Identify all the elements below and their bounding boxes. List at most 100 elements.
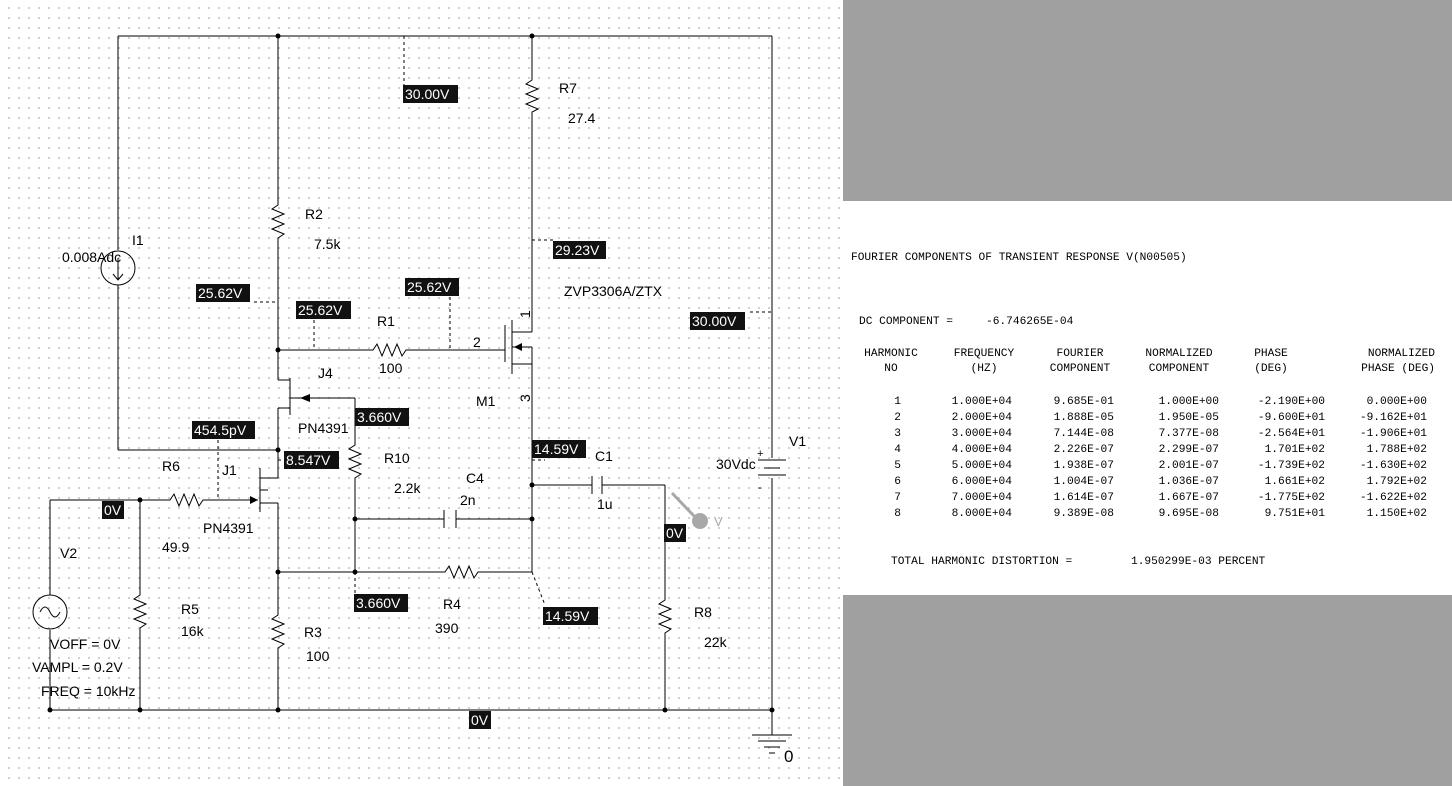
header-frequency-sub: (HZ) (970, 363, 998, 375)
r6-symbol[interactable] (165, 492, 205, 508)
r7-ref: R7 (559, 80, 577, 96)
v1-ref: V1 (789, 433, 806, 449)
r4-symbol[interactable] (440, 564, 480, 580)
header-fourier-sub: COMPONENT (1049, 363, 1111, 375)
c4-value: 2n (460, 492, 476, 508)
i1-current-source-icon[interactable] (100, 250, 136, 286)
voltage-tag[interactable]: 0V (469, 711, 491, 729)
r8-value: 22k (704, 634, 728, 650)
schematic-canvas[interactable]: R7 27.4 R2 7.5k I1 0.008Adc R1 100 ZVP33… (0, 0, 843, 786)
voltage-tag[interactable]: 3.660V (354, 594, 408, 612)
svg-text:25.62V: 25.62V (298, 302, 343, 318)
voltage-tag[interactable]: 25.62V (296, 301, 351, 319)
header-normalized-phase: NORMALIZED (1367, 348, 1435, 360)
voltage-tags: 30.00V 29.23V 30.00V 25.62V 25.62V 25.62… (102, 85, 745, 729)
svg-text:0V: 0V (104, 502, 122, 518)
svg-text:8.547V: 8.547V (286, 452, 331, 468)
circuit-diagram: R7 27.4 R2 7.5k I1 0.008Adc R1 100 ZVP33… (32, 33, 806, 766)
m1-pin-drain: 1 (517, 310, 533, 318)
r4-ref: R4 (443, 596, 461, 612)
header-phase: PHASE (1254, 348, 1288, 360)
voltage-tag[interactable]: 454.5pV (192, 421, 255, 439)
r7-value: 27.4 (568, 110, 595, 126)
r5-symbol[interactable] (132, 590, 148, 635)
svg-text:454.5pV: 454.5pV (194, 422, 247, 438)
r4-value: 390 (435, 620, 459, 636)
empty-panel-bottom (843, 595, 1452, 786)
report-title: FOURIER COMPONENTS OF TRANSIENT RESPONSE… (851, 252, 1187, 264)
component-labels: R7 27.4 R2 7.5k I1 0.008Adc R1 100 ZVP33… (32, 80, 806, 766)
svg-text:14.59V: 14.59V (545, 608, 590, 624)
v1-minus: - (758, 480, 762, 494)
voltage-tag[interactable]: 8.547V (284, 451, 339, 469)
svg-text:25.62V: 25.62V (198, 285, 243, 301)
voltage-probe-icon[interactable] (670, 491, 708, 529)
r3-symbol[interactable] (270, 610, 286, 660)
r1-ref: R1 (377, 313, 395, 329)
m1-model: ZVP3306A/ZTX (564, 283, 663, 299)
svg-text:0V: 0V (666, 525, 684, 541)
r10-symbol[interactable] (347, 440, 363, 485)
voltage-tag[interactable]: 30.00V (690, 312, 745, 330)
capacitor-symbols (443, 476, 603, 528)
fourier-report[interactable]: FOURIER COMPONENTS OF TRANSIENT RESPONSE… (843, 201, 1452, 595)
r8-symbol[interactable] (657, 595, 673, 645)
header-normalized-sub: COMPONENT (1148, 363, 1210, 375)
dc-component-value: -6.746265E-04 (986, 316, 1074, 328)
dc-component-label: DC COMPONENT = (859, 316, 953, 328)
header-phase-sub: (DEG) (1254, 363, 1288, 375)
r7-symbol[interactable] (524, 75, 540, 115)
r6-value: 49.9 (162, 539, 189, 555)
r10-ref: R10 (384, 450, 410, 466)
r5-ref: R5 (181, 601, 199, 617)
c1-symbol[interactable] (591, 476, 603, 494)
svg-text:0V: 0V (471, 712, 489, 728)
voltage-tag[interactable]: 25.62V (405, 278, 459, 296)
v2-ref: V2 (60, 545, 77, 561)
v2-vampl: VAMPL = 0.2V (32, 659, 123, 675)
header-normalized: NORMALIZED (1145, 348, 1213, 360)
junction-dots (47, 33, 775, 713)
voltage-tag[interactable]: 0V (664, 524, 686, 542)
r2-value: 7.5k (314, 236, 341, 252)
header-frequency: FREQUENCY (953, 348, 1015, 360)
voltage-tag[interactable]: 29.23V (553, 241, 606, 259)
v1-battery-icon[interactable] (758, 459, 786, 476)
r1-symbol[interactable] (368, 342, 410, 358)
c1-value: 1u (597, 496, 613, 512)
r6-ref: R6 (162, 458, 180, 474)
thd-label: TOTAL HARMONIC DISTORTION = (891, 556, 1073, 568)
j4-model: PN4391 (298, 420, 349, 436)
c4-symbol[interactable] (443, 510, 457, 528)
header-harmonic: HARMONIC (864, 348, 918, 360)
c1-ref: C1 (595, 448, 613, 464)
r3-ref: R3 (304, 624, 322, 640)
j4-ref: J4 (318, 365, 333, 381)
r10-value: 2.2k (394, 480, 421, 496)
v1-plus: + (757, 448, 763, 460)
j1-model: PN4391 (203, 520, 254, 536)
v2-sine-source-icon[interactable] (32, 594, 68, 630)
voltage-leaders (217, 36, 772, 606)
thd-value: 1.950299E-03 PERCENT (1131, 556, 1266, 568)
ground-icon (752, 734, 792, 754)
voltage-tag[interactable]: 25.62V (196, 284, 250, 302)
r1-value: 100 (379, 360, 403, 376)
voltage-tag[interactable]: 30.00V (403, 85, 458, 103)
wires (49, 35, 773, 735)
voltage-tag[interactable]: 14.59V (543, 607, 598, 625)
voltage-tag[interactable]: 14.59V (532, 440, 586, 458)
r3-value: 100 (306, 648, 330, 664)
m1-pin-source: 3 (517, 394, 533, 402)
m1-pin-gate: 2 (473, 334, 481, 350)
svg-text:30.00V: 30.00V (692, 313, 737, 329)
empty-panel-top (843, 0, 1452, 201)
voltage-tag[interactable]: 0V (102, 501, 124, 519)
svg-text:25.62V: 25.62V (407, 279, 452, 295)
voltage-tag[interactable]: 3.660V (355, 408, 409, 426)
r2-ref: R2 (305, 206, 323, 222)
header-normalized-phase-sub: PHASE (DEG) (1361, 363, 1435, 375)
ground-label: 0 (784, 747, 793, 766)
svg-text:30.00V: 30.00V (405, 86, 450, 102)
r2-symbol[interactable] (270, 200, 286, 250)
